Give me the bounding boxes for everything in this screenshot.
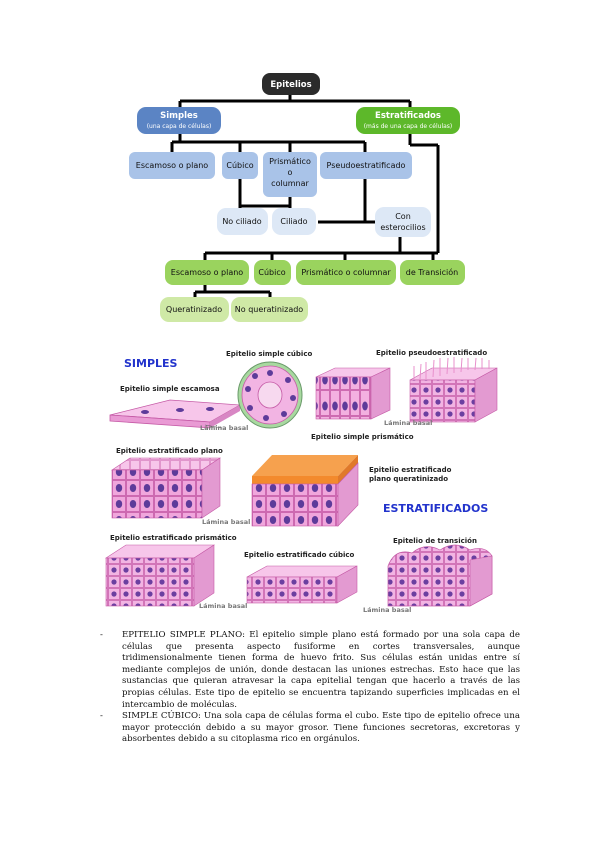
- label-estrat-queratinizado-2: plano queratinizado: [369, 475, 448, 483]
- label-estrat-queratinizado-1: Epitelio estratificado: [369, 466, 452, 474]
- simple-prismatico-line2: o: [288, 168, 293, 177]
- simple-cubico-illustration: [237, 361, 303, 429]
- ciliado-label: Ciliado: [280, 217, 307, 226]
- label-estrat-plano: Epitelio estratificado plano: [116, 447, 223, 455]
- strat-transicion-node: [400, 260, 465, 285]
- label-simple-prismatico: Epitelio simple prismático: [311, 433, 414, 441]
- no-ciliado-node: [217, 208, 268, 235]
- body-text: - EPITELIO SIMPLE PLANO: El epitelio sim…: [100, 630, 520, 746]
- label-simple-cubico: Epitelio simple cúbico: [226, 350, 312, 358]
- bullet-dash: -: [100, 711, 103, 722]
- estratificados-subtitle: (más de una capa de células): [364, 123, 453, 130]
- root-node: [262, 73, 320, 95]
- estrat-prismatico-illustration: [104, 544, 216, 607]
- estrat-cubico-illustration: [246, 565, 358, 604]
- estereocilios-node: [375, 207, 431, 237]
- strat-escamoso-label: Escamoso o plano: [171, 268, 244, 277]
- simples-node: [137, 107, 221, 134]
- lamina-basal-5: Lámina basal: [363, 606, 411, 614]
- estereocilios-line1: Con: [395, 212, 411, 221]
- label-estrat-cubico: Epitelio estratificado cúbico: [244, 551, 355, 559]
- strat-cubico-label: Cúbico: [258, 268, 285, 277]
- simples-subtitle: (una capa de células): [147, 123, 212, 130]
- estratificados-title: Estratificados: [375, 111, 441, 121]
- list-item: - EPITELIO SIMPLE PLANO: El epitelio sim…: [100, 630, 520, 711]
- transicion-illustration: [387, 544, 493, 607]
- strat-cubico-node: [254, 260, 291, 285]
- epithelium-classification-diagram: Epitelios Simples (una capa de células) …: [129, 73, 465, 322]
- simples-title: Simples: [160, 111, 198, 121]
- list-item: - SIMPLE CÚBICO: Una sola capa de célula…: [100, 711, 520, 746]
- strat-prismatico-label: Prismático o columnar: [301, 268, 391, 277]
- no-queratinizado-label: No queratinizado: [235, 305, 304, 314]
- queratinizado-node: [160, 297, 229, 322]
- no-ciliado-label: No ciliado: [222, 217, 261, 226]
- lamina-basal-1: Lámina basal: [200, 424, 248, 432]
- simples-heading: SIMPLES: [124, 357, 178, 370]
- estratificados-node: [356, 107, 460, 134]
- simple-escamoso-node: [129, 152, 215, 179]
- label-estrat-prismatico: Epitelio estratificado prismático: [110, 534, 237, 542]
- simple-prismatico-line1: Prismático: [269, 157, 311, 166]
- bullet-dash: -: [100, 630, 103, 640]
- simple-cubico-node: [222, 152, 258, 179]
- lamina-basal-2: Lámina basal: [384, 419, 432, 427]
- estrat-queratinizado-illustration: [251, 455, 359, 527]
- epithelium-illustration: SIMPLES Epitelio simple escamosa Lámina …: [104, 349, 498, 614]
- strat-prismatico-node: [296, 260, 396, 285]
- label-transicion: Epitelio de transición: [393, 537, 477, 545]
- label-simple-escamosa: Epitelio simple escamosa: [120, 385, 220, 393]
- estratificados-heading: ESTRATIFICADOS: [383, 502, 488, 515]
- lamina-basal-3: Lámina basal: [202, 518, 250, 526]
- estereocilios-line2: esterocilios: [380, 223, 425, 232]
- simple-pseudo-label: Pseudoestratificado: [327, 161, 406, 170]
- paragraph-simple-plano: EPITELIO SIMPLE PLANO: El epitelio simpl…: [122, 630, 520, 710]
- paragraph-simple-cubico: SIMPLE CÚBICO: Una sola capa de células …: [122, 711, 520, 745]
- simple-prismatico-line3: columnar: [271, 179, 309, 188]
- simple-prismatico-node: [263, 152, 317, 197]
- lamina-basal-4: Lámina basal: [199, 602, 247, 610]
- simple-cubico-label: Cúbico: [226, 161, 253, 170]
- no-queratinizado-node: [231, 297, 308, 322]
- simple-pseudo-node: [320, 152, 412, 179]
- simple-escamoso-label: Escamoso o plano: [136, 161, 209, 170]
- simple-escamosa-illustration: [109, 399, 242, 429]
- strat-escamoso-node: [165, 260, 249, 285]
- ciliado-node: [272, 208, 316, 235]
- estrat-plano-illustration: [111, 457, 221, 519]
- strat-transicion-label: de Transición: [406, 267, 459, 277]
- diagram-connectors: [170, 94, 440, 297]
- root-label: Epitelios: [270, 80, 311, 90]
- pseudo-illustration: [409, 357, 498, 423]
- queratinizado-label: Queratinizado: [166, 305, 222, 314]
- label-pseudo: Epitelio pseudoestratificado: [376, 349, 487, 357]
- simple-prismatico-illustration: [315, 367, 391, 420]
